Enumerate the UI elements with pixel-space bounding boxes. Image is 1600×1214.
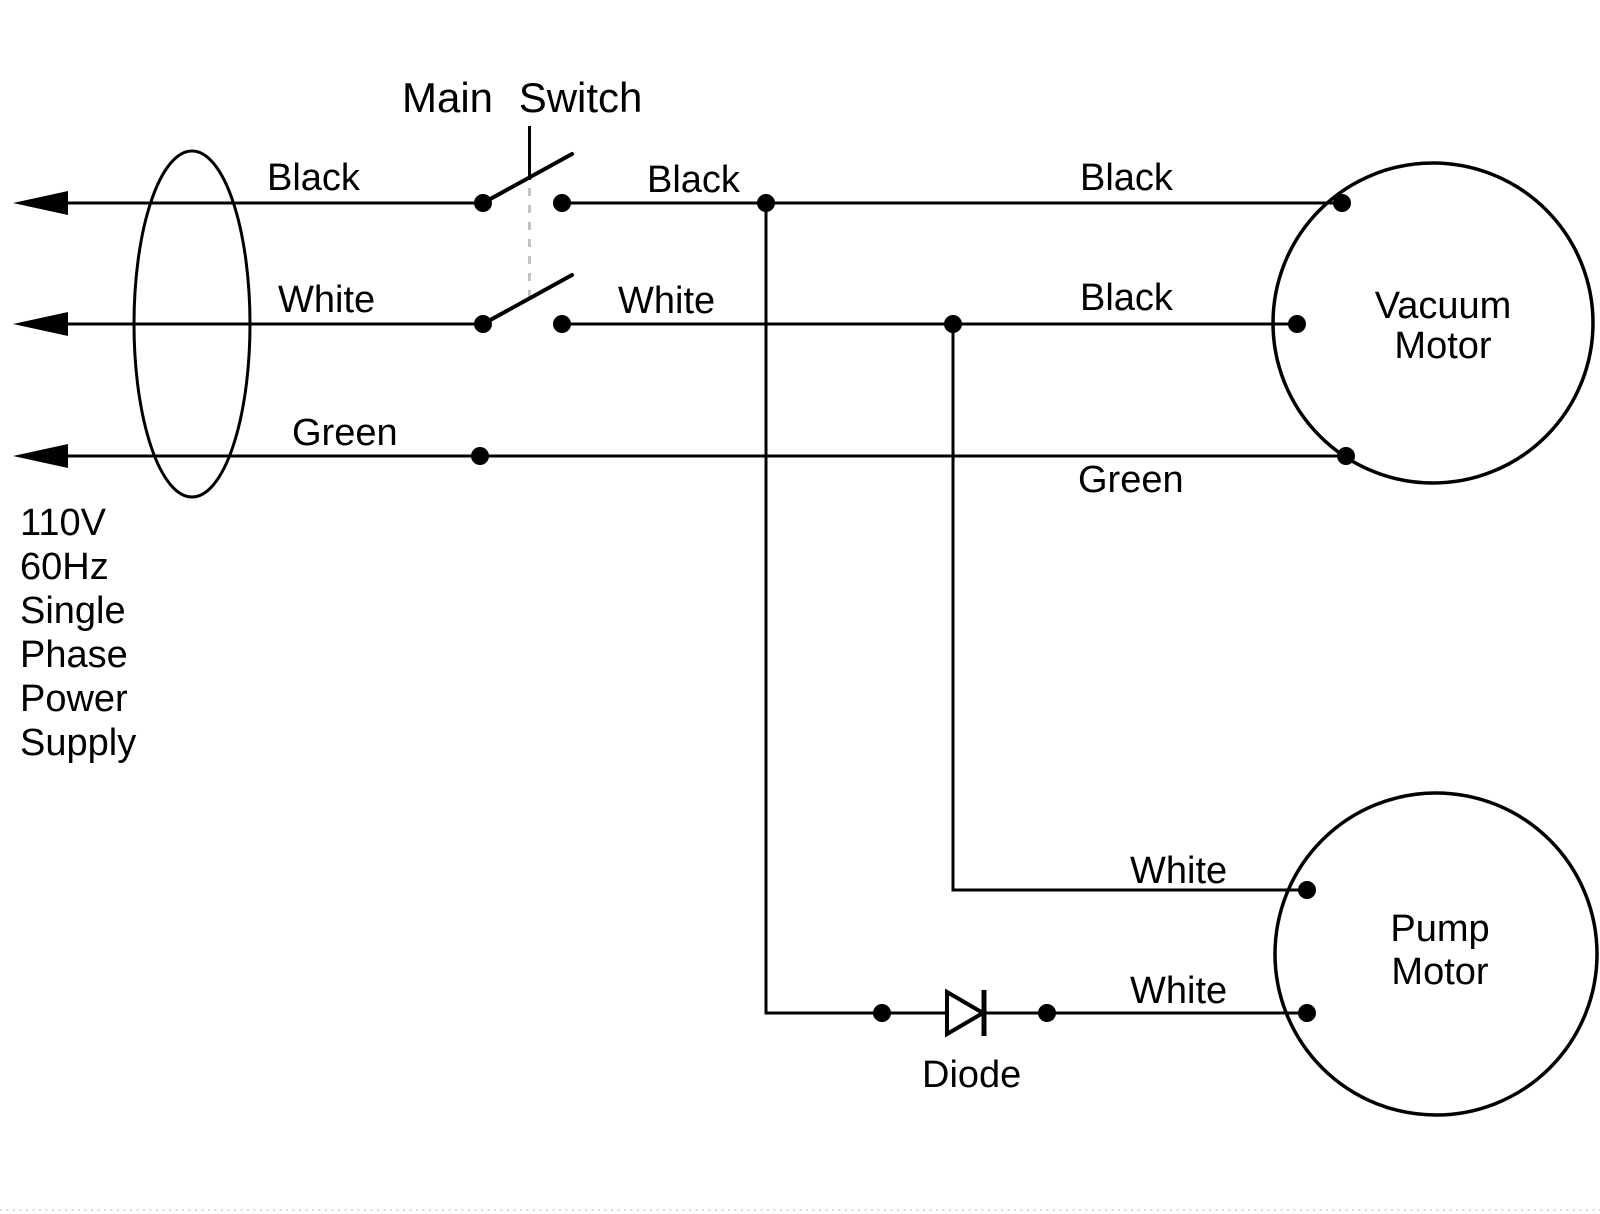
junction-dot [1038,1004,1056,1022]
pump-motor-terminal-dot [1298,881,1316,899]
junction-dot [553,194,571,212]
pump-motor-label-line1: Pump [1390,908,1489,950]
supply-arrow-white [13,312,68,336]
diode-triangle [945,988,987,1038]
supply-arrow-black [13,191,68,215]
power-supply-line: 60Hz [20,546,109,588]
pump-motor-circle [1273,791,1599,1117]
junction-dot [474,315,492,333]
main-switch-blade-black [481,152,574,205]
vacuum-motor-terminal-dot [1333,194,1351,212]
power-supply-line: Supply [20,722,136,764]
power-supply-line: Single [20,590,126,632]
vacuum-motor-terminal-dot [1288,315,1306,333]
wire-white-branch-to-pump [951,324,1307,892]
vacuum-motor-circle [1271,161,1595,485]
junction-dot [757,194,775,212]
wire-label-supply-green: Green [292,412,398,454]
wire-label-vacuum-mid-black: Black [1080,277,1174,319]
wire-label-switched-black: Black [647,159,741,201]
diode-label: Diode [922,1054,1021,1096]
wire-label-pump-lower-white: White [1130,970,1227,1012]
vacuum-motor-label-line2: Motor [1394,325,1491,367]
wire-label-supply-white: White [278,279,375,321]
power-supply-label-block: 110V 60Hz Single Phase Power Supply [20,502,136,764]
wire-label-vacuum-top-black: Black [1080,157,1174,199]
junction-dot [553,315,571,333]
wire-label-vacuum-green: Green [1078,459,1184,501]
supply-arrow-green [13,444,68,468]
power-supply-line: Phase [20,634,128,676]
main-switch-blade-white [481,273,574,326]
wire-label-supply-black: Black [267,157,361,199]
vacuum-motor-terminal-dot [1337,447,1355,465]
vacuum-motor-label-line1: Vacuum [1375,285,1512,327]
main-switch-label: Main Switch [402,74,642,121]
pump-motor-terminal-dot [1298,1004,1316,1022]
power-supply-line: Power [20,678,128,720]
junction-dot [471,447,489,465]
power-supply-line: 110V [20,502,107,544]
wire-label-switched-white: White [618,280,715,322]
junction-dot [873,1004,891,1022]
pump-motor-label-line2: Motor [1391,951,1488,993]
junction-dot [474,194,492,212]
wire-label-pump-upper-white: White [1130,850,1227,892]
junction-dot [944,315,962,333]
